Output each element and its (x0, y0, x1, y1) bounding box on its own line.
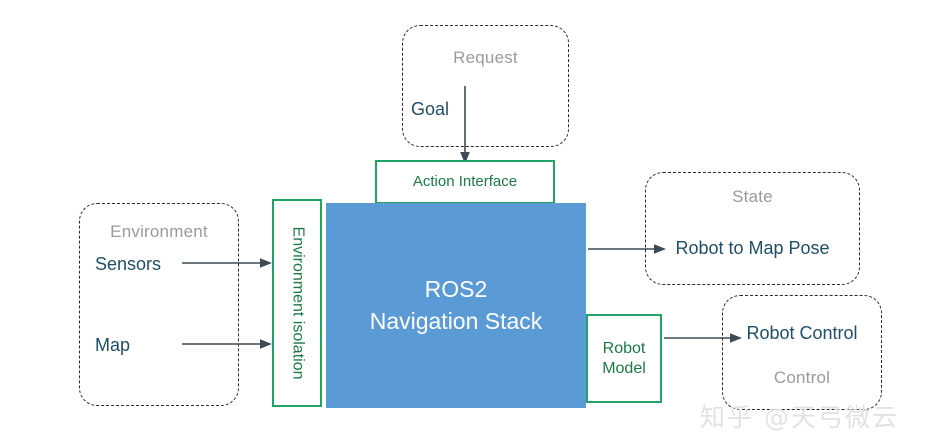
connector-map-to-isolation (182, 337, 274, 351)
block-action-interface: Action Interface (375, 160, 555, 204)
group-environment: Environment Sensors Map (79, 203, 239, 406)
block-navigation-stack-label: ROS2 Navigation Stack (369, 276, 543, 334)
group-request-item-goal: Goal (411, 99, 450, 119)
block-robot-model: Robot Model (586, 314, 662, 403)
block-navigation-stack: ROS2 Navigation Stack (326, 203, 586, 408)
group-state-title: State (732, 187, 773, 206)
block-environment-isolation-label: Environment isolation (289, 226, 306, 380)
connector-robot-model-to-control (664, 331, 744, 345)
watermark: 知乎 @天弓微云 (700, 403, 899, 432)
group-control-title: Control (773, 368, 831, 387)
block-environment-isolation: Environment isolation (272, 199, 322, 407)
group-control: Robot Control Control (722, 295, 882, 410)
group-environment-item-map: Map (95, 335, 131, 355)
connector-sensors-to-isolation (182, 256, 274, 270)
group-control-item-robot-control: Robot Control (746, 323, 858, 343)
group-environment-title: Environment (110, 222, 208, 241)
connector-stack-to-state (588, 242, 668, 256)
group-state: State Robot to Map Pose (645, 172, 860, 285)
group-environment-item-sensors: Sensors (95, 254, 162, 274)
group-request: Request Goal (402, 25, 569, 147)
block-robot-model-label: Robot Model (602, 339, 646, 377)
connector-goal-to-action-interface (457, 86, 473, 166)
block-action-interface-label: Action Interface (412, 172, 518, 190)
group-state-item-robot-to-map-pose: Robot to Map Pose (675, 238, 830, 258)
group-request-title: Request (453, 48, 518, 67)
